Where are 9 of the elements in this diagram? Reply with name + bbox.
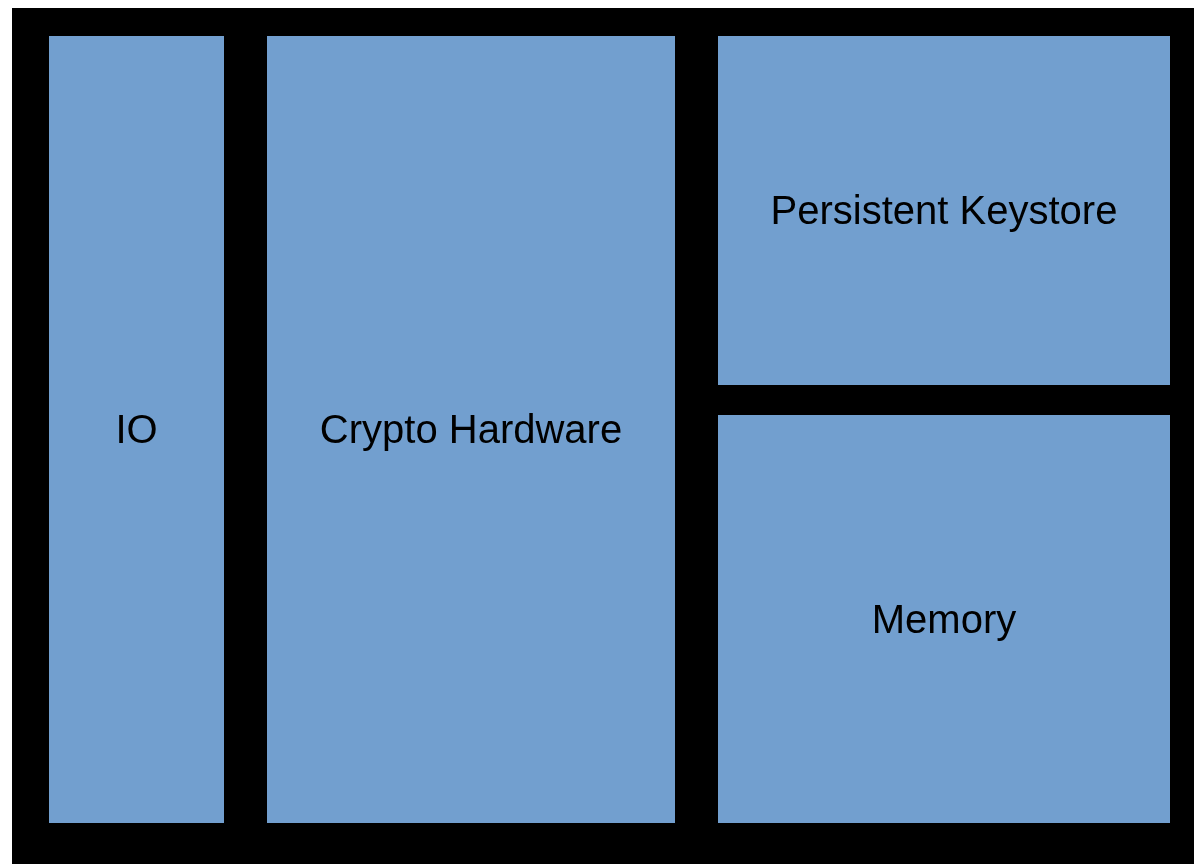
component-block	[49, 36, 224, 823]
block-label: IO	[115, 407, 158, 452]
component-block	[718, 36, 1170, 385]
block-label: Persistent Keystore	[770, 188, 1118, 233]
block-label: Memory	[871, 596, 1017, 642]
component-block	[718, 415, 1170, 823]
device-outline	[12, 8, 1194, 864]
block-label: Crypto Hardware	[319, 407, 623, 452]
component-block	[267, 36, 675, 823]
